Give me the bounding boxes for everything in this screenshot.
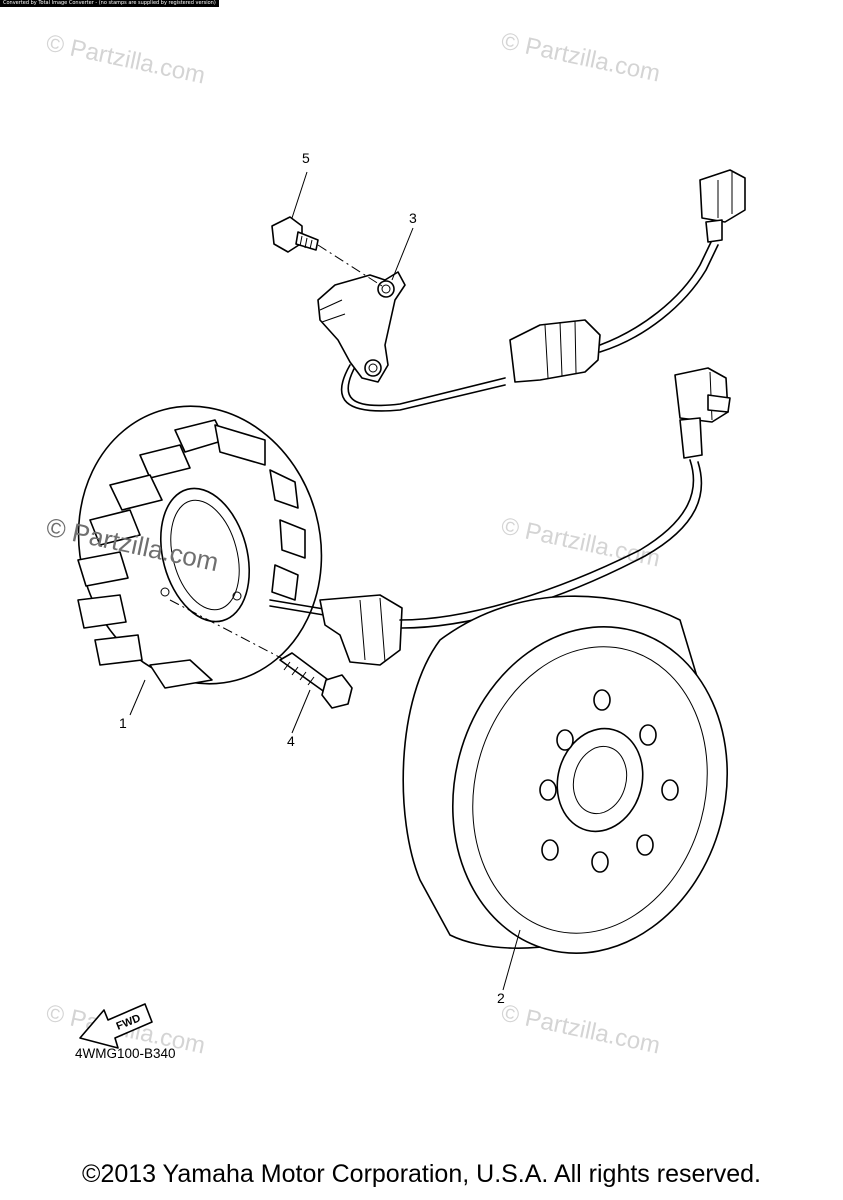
copyright-notice: ©2013 Yamaha Motor Corporation, U.S.A. A… xyxy=(82,1160,761,1188)
watermark: © Partzilla.com xyxy=(44,29,208,89)
callout-3: 3 xyxy=(409,210,417,226)
watermark: © Partzilla.com xyxy=(499,999,663,1059)
callout-1: 1 xyxy=(119,715,127,731)
pickup-coil-assembly xyxy=(317,169,746,412)
diagram-code: 4WMG100-B340 xyxy=(75,1046,176,1061)
callout-2: 2 xyxy=(497,990,505,1006)
rotor-part-2 xyxy=(402,595,729,954)
converter-banner: Converted by Total Image Converter - (no… xyxy=(0,0,219,7)
stator-harness xyxy=(319,367,731,666)
callout-5: 5 xyxy=(302,150,310,166)
bolt-part-4 xyxy=(169,599,353,709)
fwd-arrow-icon: FWD xyxy=(79,1003,153,1049)
stator-part-1 xyxy=(77,405,331,689)
callout-4: 4 xyxy=(287,733,295,749)
bolt-part-5 xyxy=(271,216,319,253)
watermark: © Partzilla.com xyxy=(499,512,663,572)
watermark: © Partzilla.com xyxy=(499,27,663,87)
leader-lines xyxy=(129,171,521,991)
